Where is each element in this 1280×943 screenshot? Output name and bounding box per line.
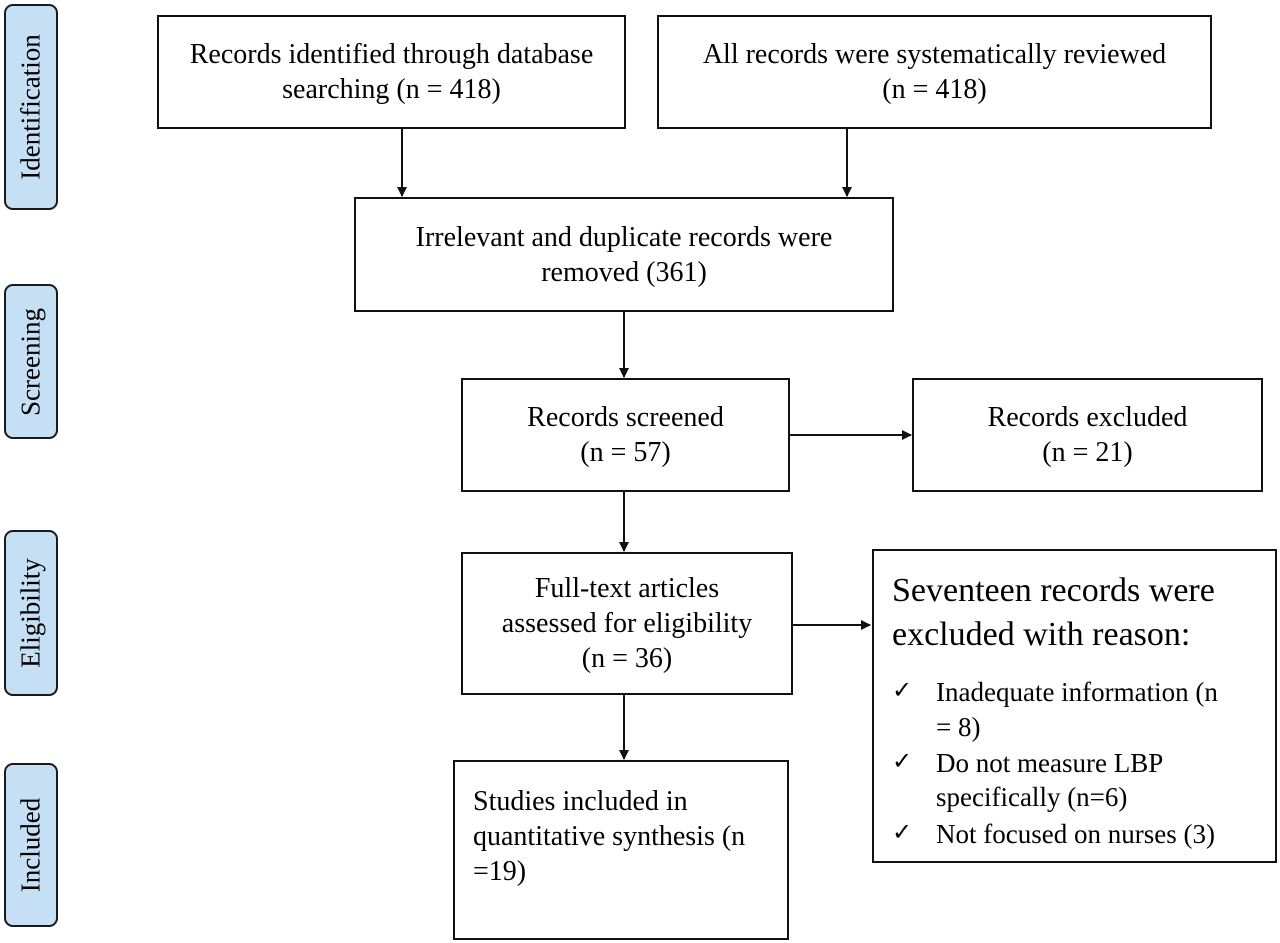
box-text-line: Records screened: [527, 402, 724, 433]
heading-line: excluded with reason:: [892, 616, 1191, 654]
reason-text-line: Not focused on nurses (3): [936, 818, 1215, 849]
box-included-studies: Studies included in quantitative synthes…: [453, 760, 789, 940]
box-text-line: (n = 418): [882, 74, 987, 105]
check-icon: ✓: [892, 746, 913, 775]
check-icon: ✓: [892, 676, 913, 705]
box-text-line: Irrelevant and duplicate records were: [415, 221, 833, 253]
box-text-line: (n = 21): [1042, 437, 1133, 468]
phase-included: Included: [4, 763, 58, 927]
exclusion-reason: ✓ Do not measure LBP specifically (n=6): [892, 746, 1261, 815]
box-text-line: (n = 57): [580, 437, 671, 468]
box-database-search: Records identified through database sear…: [157, 15, 626, 129]
box-duplicates-removed: Irrelevant and duplicate records were re…: [354, 197, 894, 312]
box-text-line: removed (361): [541, 256, 707, 288]
box-text-line: (n = 36): [581, 643, 673, 674]
box-full-text-assessed: Full-text articles assessed for eligibil…: [461, 552, 793, 695]
phase-eligibility: Eligibility: [4, 530, 58, 696]
box-exclusion-reasons: Seventeen records were excluded with rea…: [872, 549, 1277, 863]
box-text-line: Records excluded: [987, 402, 1188, 433]
exclusion-heading: Seventeen records were excluded with rea…: [892, 569, 1261, 657]
exclusion-reason-list: ✓ Inadequate information (n = 8) ✓ Do no…: [892, 675, 1261, 850]
reason-text-line: Inadequate information (n: [936, 677, 1218, 708]
phase-screening: Screening: [4, 284, 58, 439]
box-text-line: Records identified through database: [189, 39, 594, 70]
box-text-line: Full-text articles: [534, 573, 720, 604]
reason-text-line: specifically (n=6): [936, 782, 1128, 813]
box-text-line: Studies included in: [473, 786, 688, 817]
box-text-line: searching (n = 418): [282, 74, 501, 105]
box-systematic-review: All records were systematically reviewed…: [657, 15, 1212, 129]
box-text-line: assessed for eligibility: [501, 608, 753, 639]
box-records-excluded: Records excluded (n = 21): [912, 378, 1263, 492]
heading-line: Seventeen records were: [892, 572, 1215, 609]
box-text-line: quantitative synthesis (n: [473, 821, 746, 852]
phase-identification: Identification: [4, 4, 58, 210]
exclusion-reason: ✓ Not focused on nurses (3): [892, 817, 1261, 851]
exclusion-reason: ✓ Inadequate information (n = 8): [892, 675, 1261, 744]
box-records-screened: Records screened (n = 57): [461, 378, 790, 492]
box-text-line: =19): [473, 856, 527, 887]
check-icon: ✓: [892, 817, 913, 846]
reason-text-line: Do not measure LBP: [936, 747, 1164, 778]
box-text-line: All records were systematically reviewed: [702, 39, 1167, 70]
reason-text-line: = 8): [936, 711, 981, 742]
